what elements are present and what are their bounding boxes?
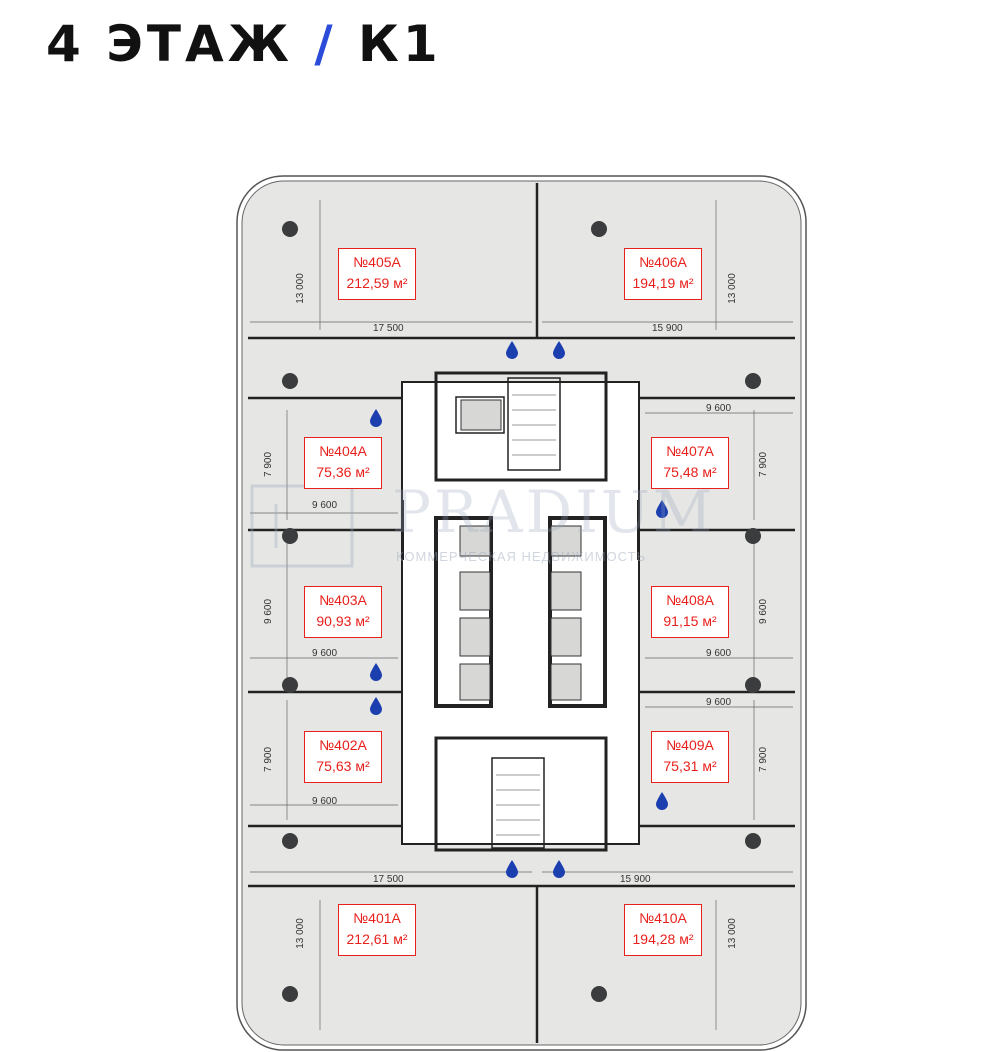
unit-number: №401А: [353, 910, 401, 926]
unit-area: 194,19 м²: [632, 275, 694, 291]
unit-number: №407А: [666, 443, 714, 459]
dim-9600-right-vertical: 9 600: [758, 598, 770, 625]
title-slash: /: [314, 15, 337, 73]
structural-columns: [282, 221, 761, 1002]
dim-13000-bl: 13 000: [294, 918, 306, 949]
unit-410a-label[interactable]: №410А 194,28 м²: [624, 904, 702, 956]
unit-walls: [248, 183, 795, 1043]
dim-9600-right-3: 9 600: [706, 697, 732, 708]
unit-area: 194,28 м²: [632, 931, 694, 947]
unit-407a-label[interactable]: №407А 75,48 м²: [651, 437, 729, 489]
unit-number: №404А: [319, 443, 367, 459]
dim-7900-right-1: 7 900: [758, 451, 770, 478]
unit-area: 75,36 м²: [316, 464, 370, 480]
core-area: [401, 381, 640, 845]
unit-404a-label[interactable]: №404А 75,36 м²: [304, 437, 382, 489]
unit-408a-label[interactable]: №408А 91,15 м²: [651, 586, 729, 638]
unit-area: 75,48 м²: [663, 464, 717, 480]
unit-area: 75,63 м²: [316, 758, 370, 774]
unit-number: №406А: [639, 254, 687, 270]
stair-treads: [496, 394, 556, 836]
unit-number: №405А: [353, 254, 401, 270]
dim-7900-right-2: 7 900: [758, 746, 770, 773]
unit-403a-label[interactable]: №403А 90,93 м²: [304, 586, 382, 638]
unit-area: 212,61 м²: [346, 931, 408, 947]
unit-area: 212,59 м²: [346, 275, 408, 291]
dim-9600-right-2: 9 600: [706, 648, 732, 659]
dim-17500-bottom: 17 500: [373, 874, 404, 885]
unit-area: 90,93 м²: [316, 613, 370, 629]
water-supply-points: [370, 341, 668, 878]
dim-9600-left-vertical: 9 600: [263, 598, 275, 625]
dimension-lines: [250, 200, 793, 1030]
watermark-logo: [250, 484, 354, 568]
watermark-brand: PRADIUM: [392, 478, 716, 546]
elevator-cabins: [459, 399, 582, 701]
dim-9600-left-2: 9 600: [312, 648, 338, 659]
dim-13000-tr: 13 000: [726, 273, 738, 304]
dim-7900-left-1: 7 900: [263, 451, 275, 478]
page-title: 4 ЭТАЖ / К1: [46, 14, 442, 74]
dim-15900-top: 15 900: [652, 323, 683, 334]
dim-17500-top: 17 500: [373, 323, 404, 334]
unit-402a-label[interactable]: №402А 75,63 м²: [304, 731, 382, 783]
unit-number: №410А: [639, 910, 687, 926]
dim-9600-right-1: 9 600: [706, 403, 732, 414]
floor-label: 4 ЭТАЖ: [46, 15, 293, 73]
unit-number: №409А: [666, 737, 714, 753]
unit-409a-label[interactable]: №409А 75,31 м²: [651, 731, 729, 783]
unit-406a-label[interactable]: №406А 194,19 м²: [624, 248, 702, 300]
unit-401a-label[interactable]: №401А 212,61 м²: [338, 904, 416, 956]
dim-9600-left-1: 9 600: [312, 500, 338, 511]
core-structures: [402, 371, 639, 852]
unit-number: №403А: [319, 592, 367, 608]
dim-13000-tl: 13 000: [294, 273, 306, 304]
dim-13000-br: 13 000: [726, 918, 738, 949]
section-label: К1: [358, 15, 442, 73]
unit-405a-label[interactable]: №405А 212,59 м²: [338, 248, 416, 300]
unit-number: №408А: [666, 592, 714, 608]
unit-number: №402А: [319, 737, 367, 753]
unit-area: 91,15 м²: [663, 613, 717, 629]
watermark-subtitle: КОММЕРЧЕСКАЯ НЕДВИЖИМОСТЬ: [396, 549, 647, 564]
dim-7900-left-2: 7 900: [263, 746, 275, 773]
dim-15900-bottom: 15 900: [620, 874, 651, 885]
unit-area: 75,31 м²: [663, 758, 717, 774]
dim-9600-left-3: 9 600: [312, 796, 338, 807]
